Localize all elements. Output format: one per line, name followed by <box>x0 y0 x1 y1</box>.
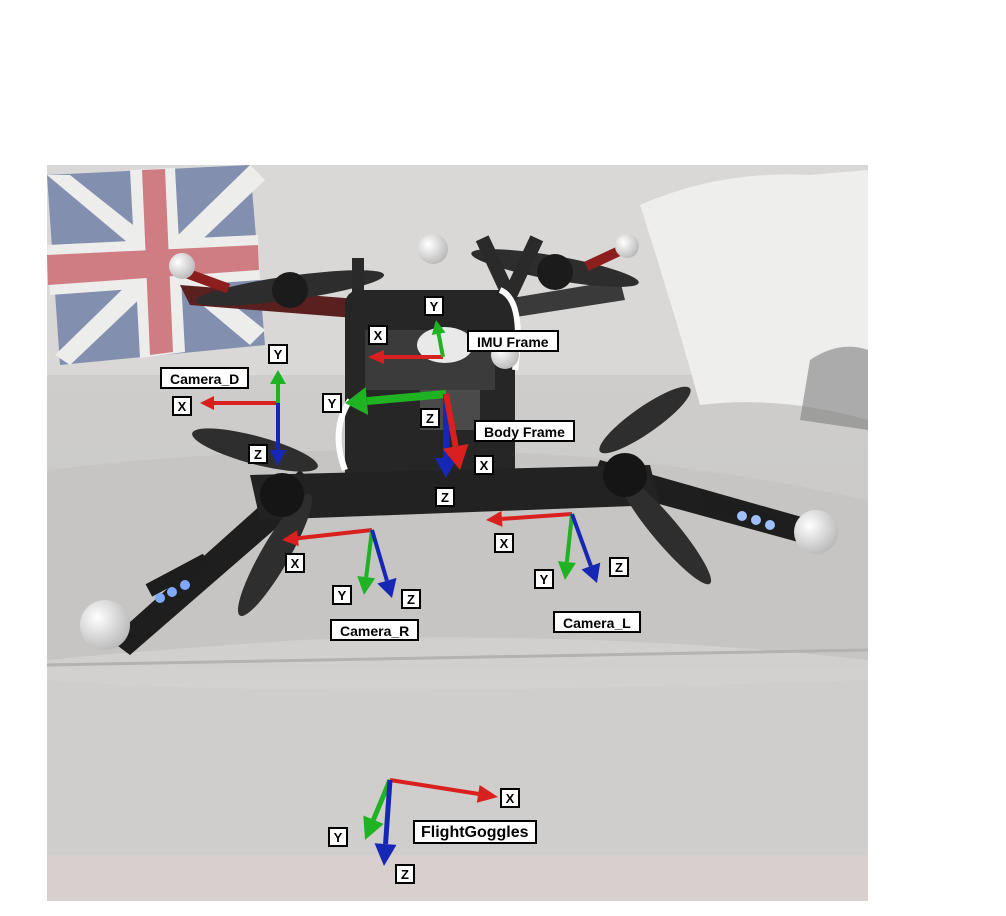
white-pillow <box>640 170 868 430</box>
camera-l-x-axis-label: X <box>494 533 514 553</box>
camera-r-y-axis-label: Y <box>332 585 352 605</box>
imu-frame-label: IMU Frame <box>467 330 559 352</box>
camera-l-z-arrow <box>570 513 601 583</box>
camera-r-y-arrow <box>357 529 376 595</box>
imu-x-axis-label: X <box>368 325 388 345</box>
flightgoggles-frame-label: FlightGoggles <box>413 820 537 844</box>
camera-d-y-arrow <box>270 370 286 403</box>
camera-r-frame-label: Camera_R <box>330 619 420 641</box>
camera-d-x-axis-label: X <box>172 396 192 416</box>
flag-pillow <box>47 165 265 365</box>
body-x-axis-label: X <box>474 455 494 475</box>
camera-d-z-arrow <box>270 403 286 466</box>
camera-l-y-axis-label: Y <box>534 569 554 589</box>
camera-d-z-axis-label: Z <box>248 444 268 464</box>
body-y-axis-label: Y <box>322 393 342 413</box>
camera-l-y-arrow <box>557 513 576 580</box>
camera-r-z-arrow <box>370 529 397 598</box>
drone <box>80 234 838 655</box>
camera-r-x-axis-label: X <box>285 553 305 573</box>
camera-d-x-arrow <box>200 396 278 410</box>
camera-l-frame-label: Camera_L <box>553 611 641 633</box>
camera-d-y-axis-label: Y <box>268 344 288 364</box>
camera-l-z-axis-label: Z <box>609 557 629 577</box>
flightgoggles-x-axis-label: X <box>500 788 520 808</box>
imu-y-axis-label: Y <box>424 296 444 316</box>
flightgoggles-x-arrow <box>389 778 498 803</box>
flightgoggles-y-axis-label: Y <box>328 827 348 847</box>
camera-l-x-arrow <box>486 510 573 527</box>
flightgoggles-z-arrow <box>374 779 397 866</box>
flightgoggles-z-axis-label: Z <box>395 864 415 884</box>
body-frame-label: Body Frame <box>474 420 575 442</box>
body-y-arrow <box>345 387 447 415</box>
camera-r-z-axis-label: Z <box>401 589 421 609</box>
coordinate-axes <box>200 320 601 866</box>
imu-y-arrow <box>431 320 446 358</box>
camera-r-x-arrow <box>282 528 373 547</box>
body-z-axis-label: Z <box>420 408 440 428</box>
body-z2-axis-label: Z <box>435 487 455 507</box>
camera-d-frame-label: Camera_D <box>160 367 250 389</box>
imu-x-arrow <box>368 350 443 364</box>
body-x-arrow <box>442 393 469 470</box>
